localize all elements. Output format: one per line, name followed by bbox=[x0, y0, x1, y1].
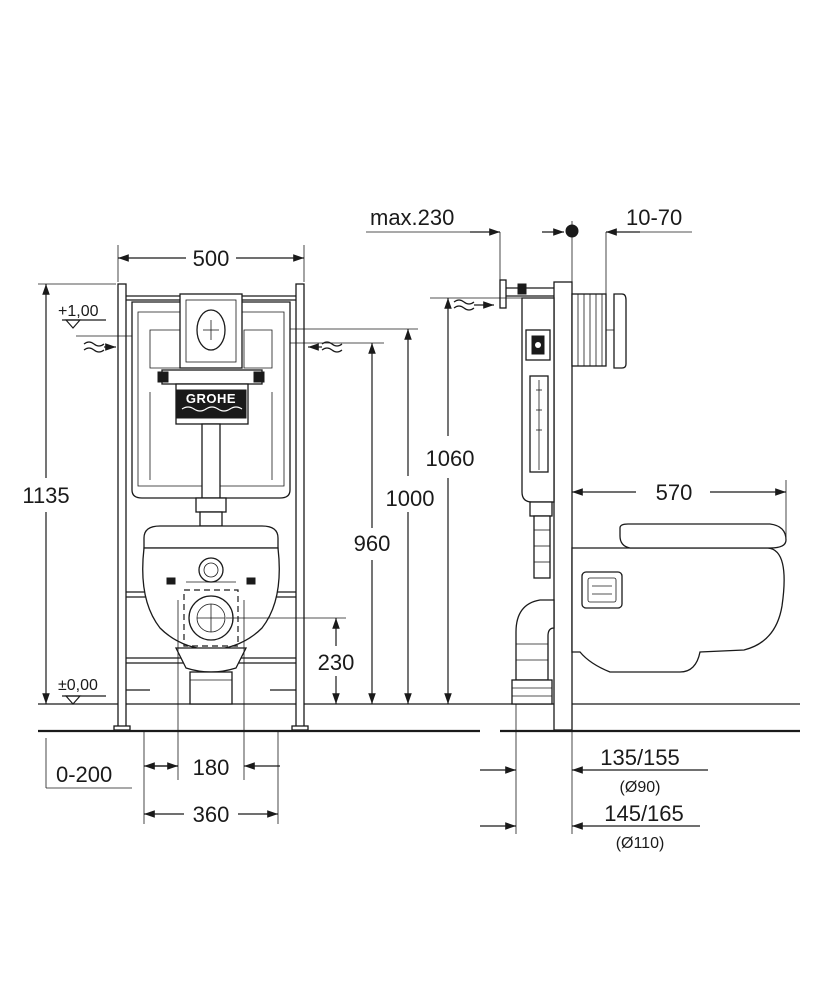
level-plus-marker: +1,00 bbox=[58, 303, 106, 329]
dimension-145-165-label: 145/165 bbox=[604, 801, 684, 826]
water-inlet-left-icon bbox=[76, 335, 132, 353]
dimension-1000-label: 1000 bbox=[386, 486, 435, 511]
grohe-logo-text: GROHE bbox=[186, 391, 236, 406]
cistern: GROHE bbox=[131, 293, 291, 527]
level-zero-marker: ±0,00 bbox=[58, 677, 106, 705]
dimension-1060: 1060 bbox=[426, 297, 522, 704]
front-view: GROHE bbox=[22, 245, 500, 827]
dimension-570-label: 570 bbox=[656, 480, 693, 505]
dimension-max-230-label: max.230 bbox=[370, 205, 454, 230]
dimension-0-200: 0-200 bbox=[45, 731, 178, 824]
dimension-1135: 1135 bbox=[22, 283, 116, 704]
dimension-960-label: 960 bbox=[354, 531, 391, 556]
dimension-135-155-label: 135/155 bbox=[600, 745, 680, 770]
dimension-230-label: 230 bbox=[318, 650, 355, 675]
dimension-1060-label: 1060 bbox=[426, 446, 475, 471]
dimension-180: 180 bbox=[150, 600, 280, 780]
dimension-135-155: 135/155 (Ø90) bbox=[480, 704, 708, 834]
dimension-10-70: 10-70 bbox=[542, 205, 692, 294]
dimension-500-label: 500 bbox=[193, 246, 230, 271]
grohe-logo bbox=[175, 389, 247, 419]
dimension-500: 500 bbox=[117, 245, 305, 282]
dimension-180-label: 180 bbox=[193, 755, 230, 780]
dimension-0-200-label: 0-200 bbox=[56, 762, 112, 787]
dimension-10-70-label: 10-70 bbox=[626, 205, 682, 230]
level-zero-label: ±0,00 bbox=[58, 677, 98, 694]
water-inlet-right-icon bbox=[290, 328, 418, 353]
dimension-max-230: max.230 bbox=[366, 205, 501, 296]
side-view: max.230 10-70 1060 570 bbox=[366, 205, 800, 852]
dimension-230: 230 bbox=[226, 617, 355, 704]
dimension-960: 960 bbox=[354, 343, 391, 704]
side-water-inlet-icon bbox=[453, 299, 494, 311]
side-wc-bowl bbox=[571, 523, 787, 673]
level-plus-label: +1,00 bbox=[58, 303, 99, 320]
dimension-1135-label: 1135 bbox=[22, 483, 69, 508]
dimension-135-155-sublabel: (Ø90) bbox=[620, 779, 661, 796]
front-wc-bowl bbox=[142, 525, 280, 705]
side-frame bbox=[553, 221, 627, 731]
dimension-570: 570 bbox=[572, 480, 787, 540]
dimension-1000: 1000 bbox=[386, 329, 435, 704]
side-cistern bbox=[499, 279, 555, 579]
drain-pipe bbox=[511, 599, 555, 705]
dimension-360-label: 360 bbox=[193, 802, 230, 827]
frame bbox=[113, 283, 309, 731]
dimension-145-165-sublabel: (Ø110) bbox=[616, 835, 665, 852]
dimension-145-165: 145/165 (Ø110) bbox=[480, 801, 700, 852]
dimension-360: 360 bbox=[144, 731, 279, 827]
